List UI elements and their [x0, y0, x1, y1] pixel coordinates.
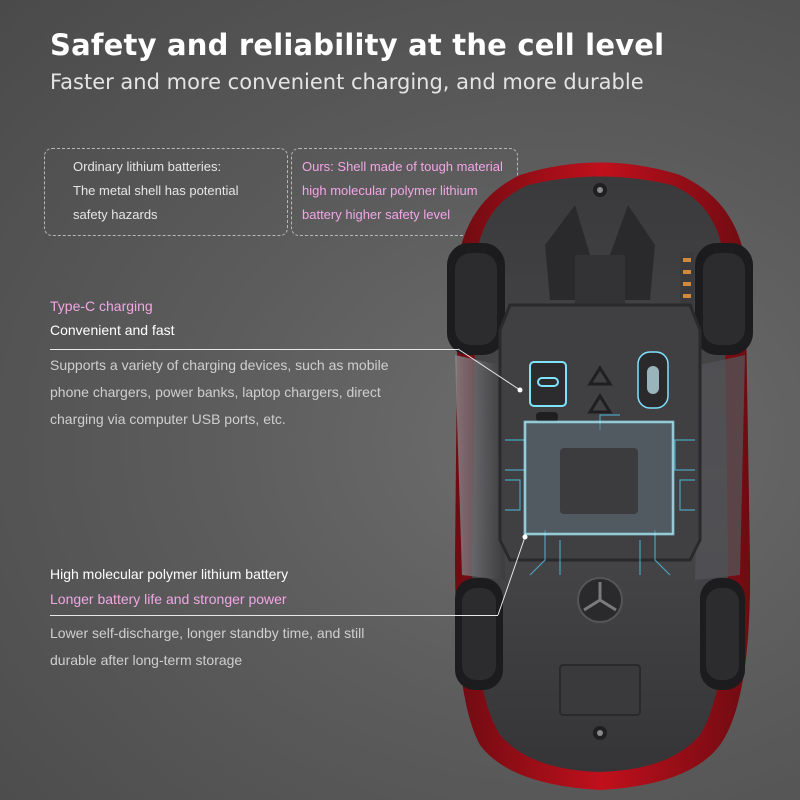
battery-headline: High molecular polymer lithium battery: [50, 566, 289, 582]
ordinary-line-1: Ordinary lithium batteries:: [73, 159, 222, 174]
typec-desc-line-3: charging via computer USB ports, etc.: [50, 411, 286, 427]
battery-tag: Longer battery life and stronger power: [50, 591, 287, 607]
typec-desc-line-1: Supports a variety of charging devices, …: [50, 357, 389, 373]
our-battery-box: Ours: Shell made of tough material high …: [291, 148, 518, 236]
ordinary-battery-box: Ordinary lithium batteries: The metal sh…: [44, 148, 288, 236]
battery-desc-line-1: Lower self-discharge, longer standby tim…: [50, 625, 365, 641]
page-title: Safety and reliability at the cell level: [50, 28, 665, 62]
typec-description: Supports a variety of charging devices, …: [50, 352, 430, 433]
battery-desc-line-2: durable after long-term storage: [50, 652, 243, 668]
ordinary-line-2: The metal shell has potential: [73, 183, 239, 198]
ours-line-3: battery higher safety level: [302, 207, 451, 222]
ours-line-1: Ours: Shell made of tough material: [302, 159, 503, 174]
typec-desc-line-2: phone chargers, power banks, laptop char…: [50, 384, 381, 400]
ours-line-2: high molecular polymer lithium: [302, 183, 478, 198]
typec-callout-line: [50, 349, 458, 350]
type-c-port: [529, 361, 567, 407]
battery-description: Lower self-discharge, longer standby tim…: [50, 620, 430, 674]
page-subtitle: Faster and more convenient charging, and…: [50, 70, 644, 94]
battery-callout-line: [50, 615, 498, 616]
typec-tag: Type-C charging: [50, 298, 153, 314]
typec-headline: Convenient and fast: [50, 322, 175, 338]
ordinary-line-3: safety hazards: [73, 207, 158, 222]
